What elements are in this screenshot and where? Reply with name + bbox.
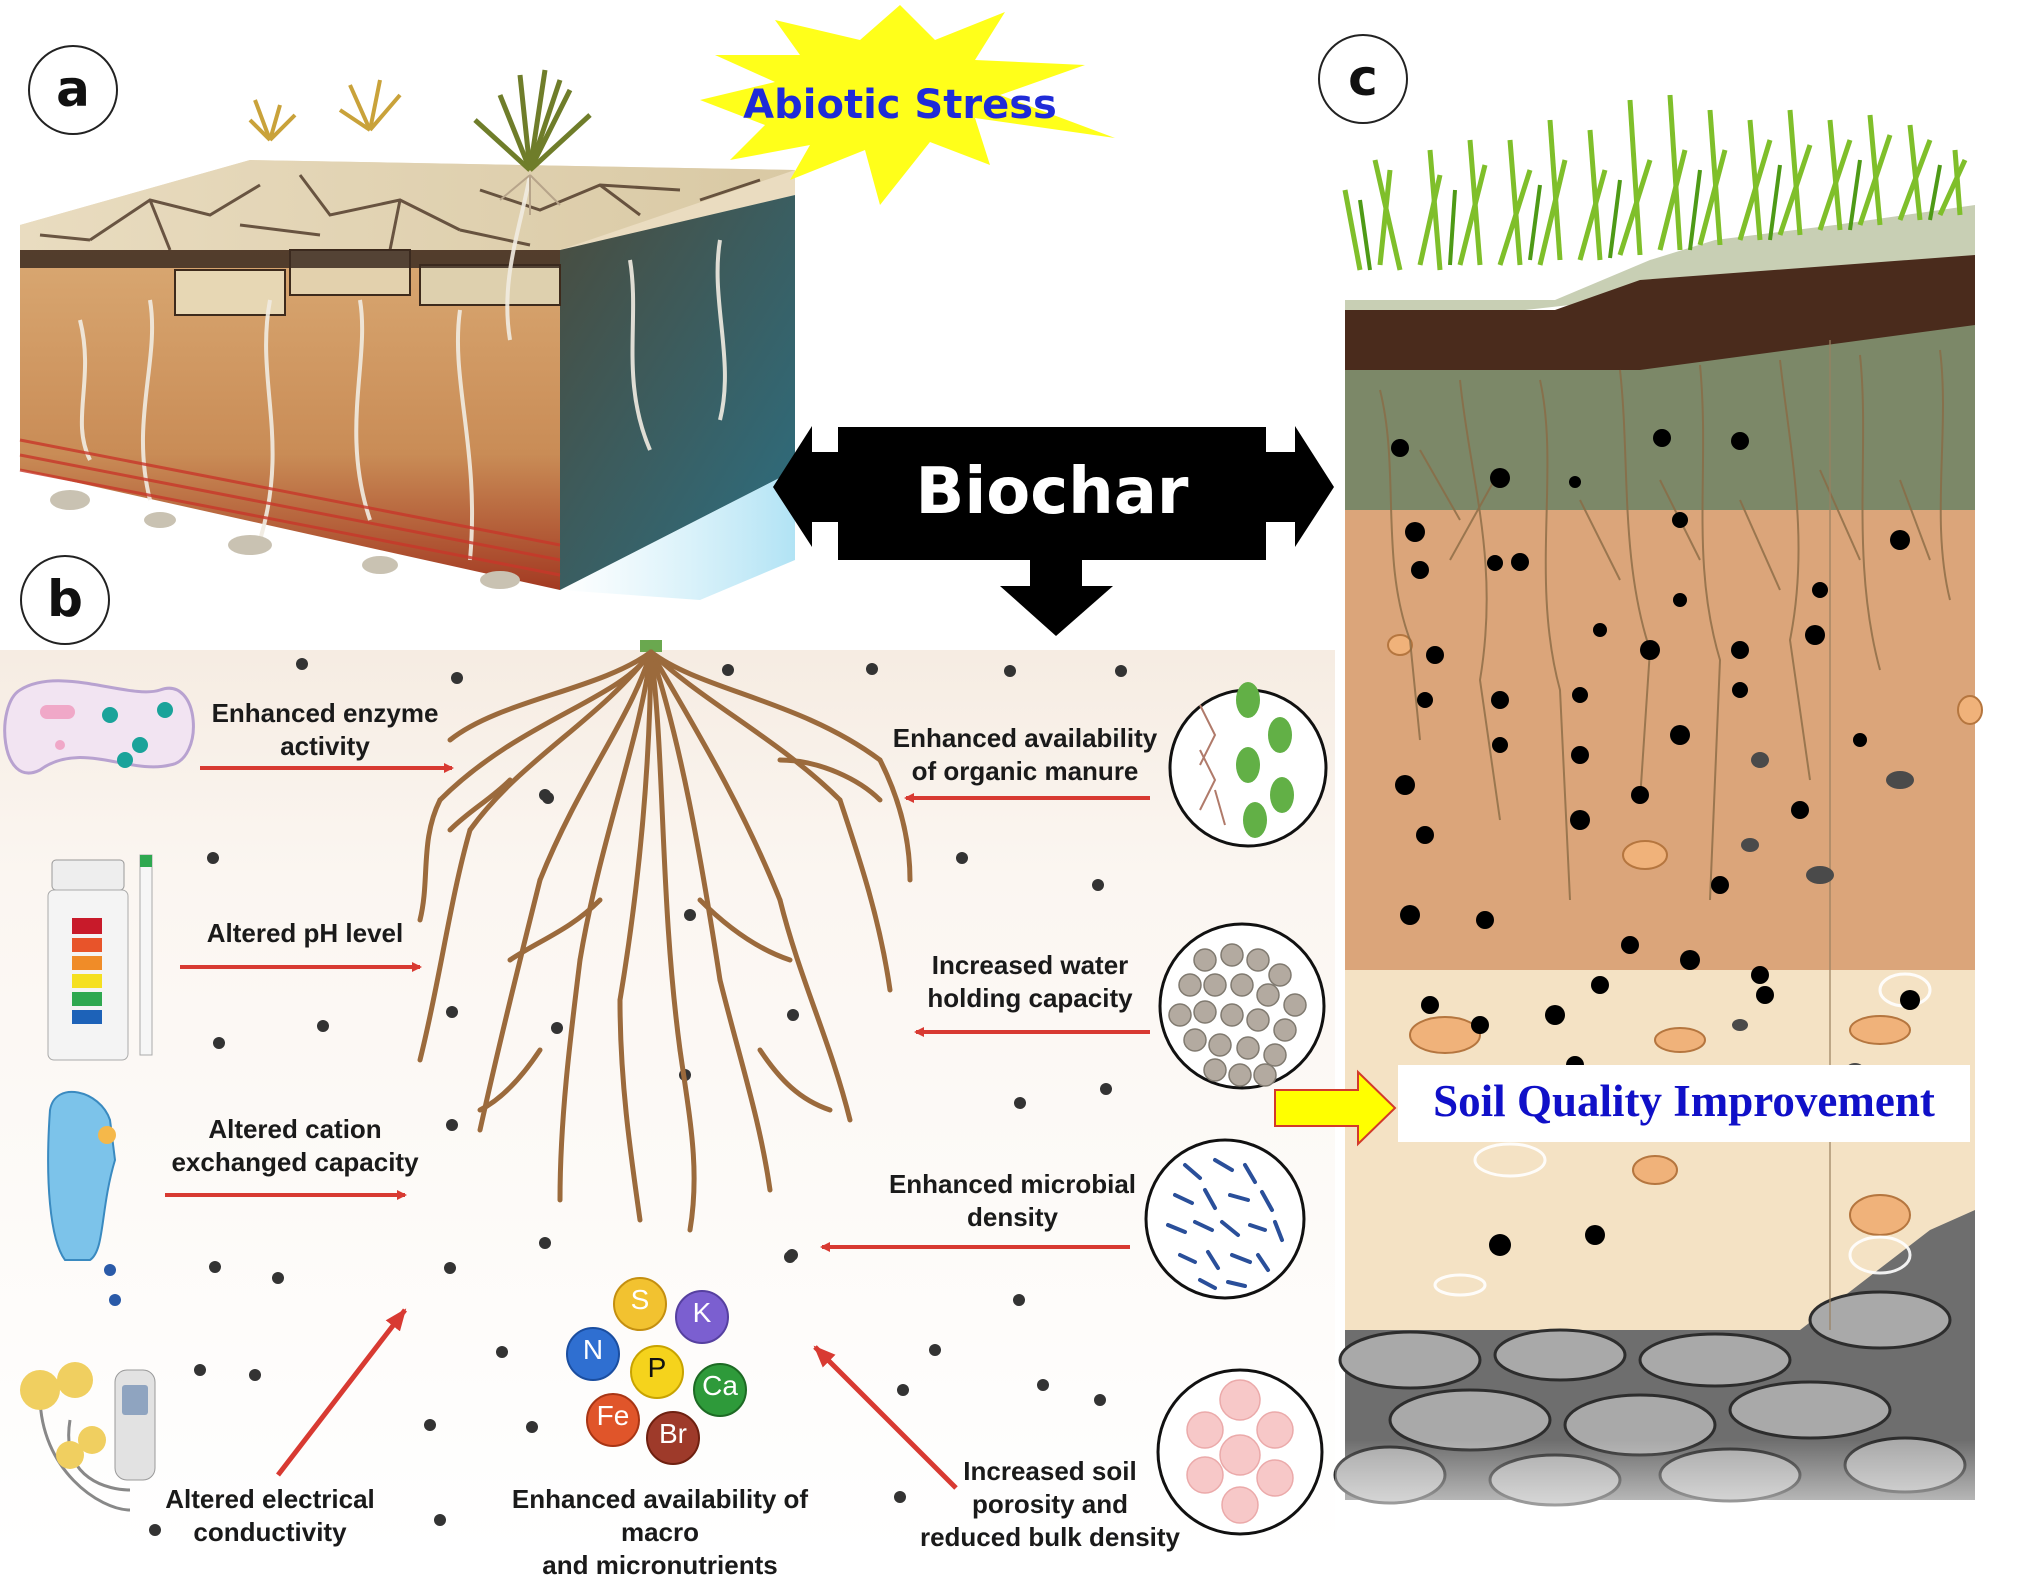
label-nutrients: Enhanced availability of macro and micro… — [511, 1484, 809, 1580]
ec-meter-icon — [20, 1362, 156, 1512]
nutrient-fe: Fe — [596, 1400, 630, 1431]
yellow-arrow — [1274, 1069, 1397, 1147]
biochar-arrows — [773, 426, 1334, 636]
stress-starburst — [700, 5, 1115, 205]
water-holding-icon — [1158, 922, 1326, 1090]
ph-test-strip-icon — [47, 854, 153, 1061]
nutrient-s: S — [630, 1284, 650, 1315]
effect-arrows — [165, 763, 1150, 1490]
nutrient-p: P — [647, 1352, 667, 1383]
label-cation-exchange: Altered cation exchanged capacity — [171, 1114, 419, 1177]
dry-soil-block-illustration — [19, 69, 795, 600]
nutrient-n: N — [582, 1334, 604, 1365]
soil-porosity-icon — [1156, 1368, 1324, 1536]
label-ph-level: Altered pH level — [206, 918, 404, 948]
label-water-holding: Increased water holding capacity — [927, 950, 1133, 1013]
biochar-particles — [149, 658, 1127, 1536]
panel-label-b: b — [20, 555, 110, 645]
label-organic-manure: Enhanced availability of organic manure — [892, 723, 1158, 786]
label-microbial-density: Enhanced microbial density — [888, 1169, 1137, 1232]
root-system — [417, 640, 913, 1233]
biochar-label: Biochar — [915, 455, 1189, 529]
abiotic-stress-label: Abiotic Stress — [743, 82, 1057, 128]
nutrient-ca: Ca — [702, 1370, 738, 1401]
soil-profile-illustration — [1333, 94, 2019, 1555]
panel-label-c: c — [1318, 34, 1408, 124]
nutrient-br: Br — [659, 1418, 687, 1449]
soil-quality-label: Soil Quality Improvement — [1433, 1076, 1935, 1126]
label-enzyme-activity: Enhanced enzyme activity — [211, 698, 439, 761]
microbial-density-icon — [1144, 1138, 1306, 1300]
enzyme-cell-icon — [3, 679, 195, 775]
label-electrical-conductivity: Altered electrical conductivity — [165, 1484, 375, 1547]
organic-manure-icon — [1168, 682, 1328, 848]
cation-exchange-icon — [47, 1091, 121, 1306]
nutrient-k: K — [692, 1297, 712, 1328]
nutrient-bubbles — [566, 1277, 747, 1465]
label-soil-porosity: Increased soil porosity and reduced bulk… — [919, 1456, 1181, 1552]
panel-label-a: a — [28, 45, 118, 135]
